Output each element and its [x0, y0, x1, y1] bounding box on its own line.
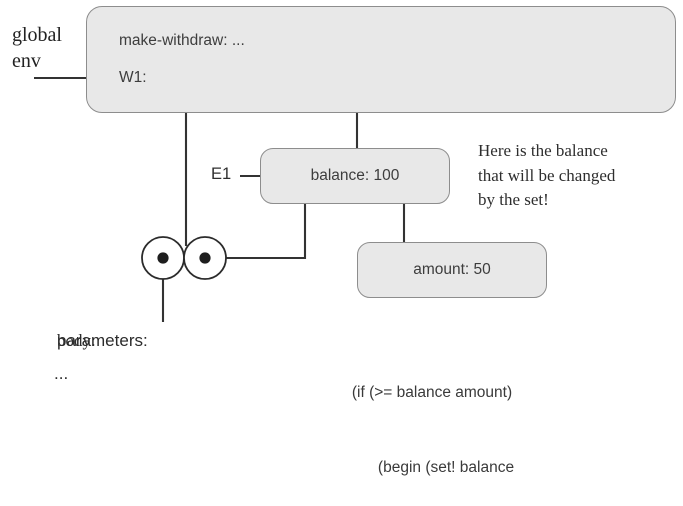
- procedure-object-circles: [141, 236, 227, 280]
- procedure-right-dot: [199, 252, 211, 264]
- procedure-right-circle: [183, 236, 227, 280]
- global-env-frame: make-withdraw: ... W1:: [86, 6, 676, 113]
- e1-frame: balance: 100: [260, 148, 450, 204]
- global-env-label: global env: [12, 24, 62, 72]
- procedure-body-code: (if (>= balance amount) (begin (set! bal…: [312, 330, 552, 506]
- procedure-left-circle: [141, 236, 185, 280]
- binding-balance: balance: 100: [310, 167, 400, 184]
- body-label: body:: [57, 331, 96, 350]
- procedure-ellipsis-label: ...: [54, 364, 69, 383]
- binding-w1: W1:: [119, 69, 147, 86]
- code-line-1: (if (>= balance amount): [351, 384, 513, 401]
- binding-make-withdraw: make-withdraw: ...: [119, 32, 245, 49]
- procedure-left-dot: [157, 252, 169, 264]
- amount-frame: amount: 50: [357, 242, 547, 298]
- e1-to-procedure-wire: [206, 204, 307, 260]
- e1-label: E1: [211, 165, 232, 183]
- binding-amount: amount: 50: [413, 261, 491, 278]
- annotation-note: Here is the balance that will be changed…: [478, 141, 616, 209]
- code-line-2: (begin (set! balance: [377, 459, 515, 476]
- parameters-label: parameters:: [57, 331, 148, 350]
